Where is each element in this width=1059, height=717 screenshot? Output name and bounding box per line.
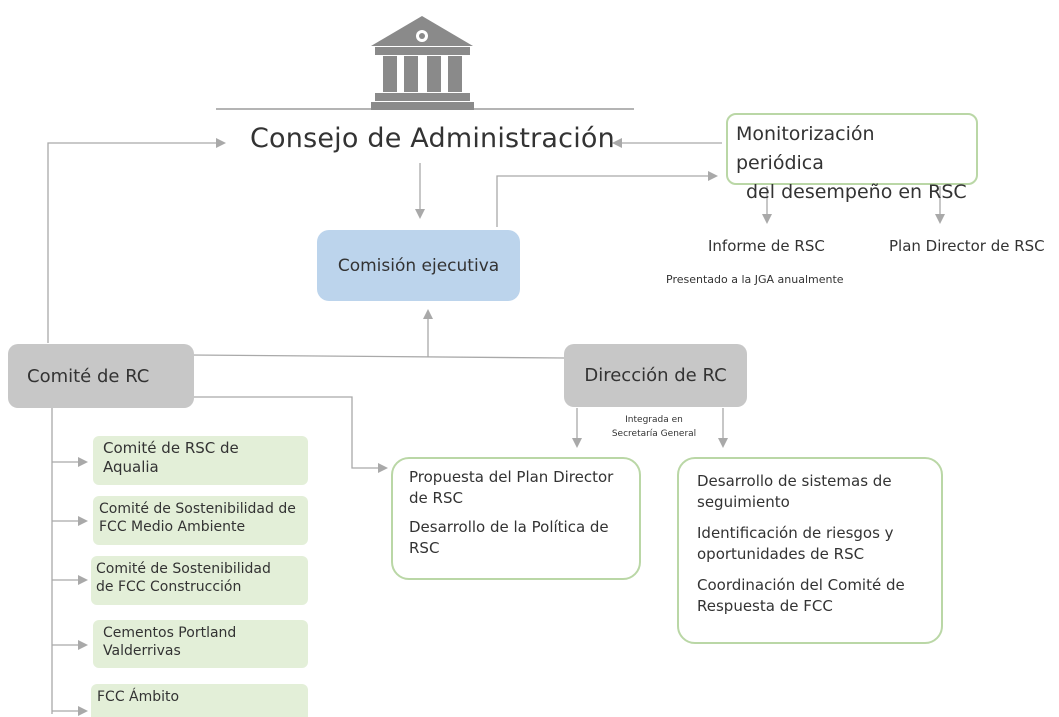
committee-line2: Valderrivas bbox=[103, 643, 181, 659]
arrow-comision-to-monitor bbox=[496, 171, 718, 227]
comision-box: Comisión ejecutiva bbox=[317, 230, 520, 301]
committee-box: Comité de Sostenibilidad de FCC Medio Am… bbox=[93, 496, 308, 545]
desarrollo-item-line2: seguimiento bbox=[697, 493, 790, 511]
committee-box: Comité de RSC de Aqualia bbox=[93, 436, 308, 485]
desarrollo-item-line1: Desarrollo de sistemas de bbox=[697, 472, 892, 490]
committee-line1: Cementos Portland bbox=[103, 625, 237, 641]
consejo-title: Consejo de Administración bbox=[250, 123, 615, 154]
committee-line1: Comité de RSC de bbox=[103, 439, 239, 457]
committee-line1: Comité de Sostenibilidad bbox=[96, 561, 271, 577]
propuesta-item-line2: de RSC bbox=[409, 489, 463, 507]
informe-label: Informe de RSC bbox=[708, 237, 825, 255]
propuesta-item: Desarrollo de la Política de RSC bbox=[409, 517, 623, 559]
desarrollo-box: Desarrollo de sistemas de seguimiento Id… bbox=[677, 457, 943, 644]
committee-box: FCC Ámbito bbox=[91, 684, 308, 717]
desarrollo-item-line2: Respuesta de FCC bbox=[697, 597, 833, 615]
committee-line2: de FCC Construcción bbox=[96, 579, 242, 595]
desarrollo-item: Desarrollo de sistemas de seguimiento bbox=[697, 471, 923, 513]
bank-building-icon bbox=[371, 16, 474, 110]
monitorizacion-line1: Monitorización periódica bbox=[736, 123, 875, 174]
propuesta-item: Propuesta del Plan Director de RSC bbox=[409, 467, 623, 509]
link-comite-direccion bbox=[189, 354, 566, 359]
direccion-rc-label: Dirección de RC bbox=[584, 365, 727, 386]
committee-line1: FCC Ámbito bbox=[97, 689, 180, 705]
desarrollo-item-line1: Coordinación del Comité de bbox=[697, 576, 905, 594]
comite-rc-box: Comité de RC bbox=[8, 344, 194, 408]
monitorizacion-box: Monitorización periódica del desempeño e… bbox=[726, 113, 978, 203]
propuesta-item-line1: Desarrollo de la Política de bbox=[409, 518, 609, 536]
integrada-line2: Secretaría General bbox=[611, 429, 697, 439]
desarrollo-item: Identificación de riesgos y oportunidade… bbox=[697, 523, 923, 565]
plan-director-label: Plan Director de RSC bbox=[889, 237, 1045, 255]
desarrollo-item-line1: Identificación de riesgos y bbox=[697, 524, 894, 542]
propuesta-item-line2: RSC bbox=[409, 539, 440, 557]
integrada-note: Integrada en Secretaría General bbox=[598, 413, 710, 441]
monitorizacion-line2: del desempeño en RSC bbox=[746, 181, 967, 203]
committee-line2: Aqualia bbox=[103, 458, 159, 476]
arrow-comite-to-consejo bbox=[47, 138, 226, 343]
desarrollo-item-line2: oportunidades de RSC bbox=[697, 545, 865, 563]
arrow-comite-to-propuesta bbox=[190, 396, 388, 473]
propuesta-box: Propuesta del Plan Director de RSC Desar… bbox=[391, 457, 641, 580]
committee-box: Cementos Portland Valderrivas bbox=[93, 620, 308, 668]
comite-rc-label: Comité de RC bbox=[27, 365, 150, 387]
committee-line2: FCC Medio Ambiente bbox=[99, 519, 246, 535]
committee-line1: Comité de Sostenibilidad de bbox=[99, 501, 296, 517]
committee-box: Comité de Sostenibilidad de FCC Construc… bbox=[91, 556, 308, 605]
direccion-rc-box: Dirección de RC bbox=[564, 344, 747, 407]
comision-label: Comisión ejecutiva bbox=[337, 255, 500, 276]
informe-note: Presentado a la JGA anualmente bbox=[666, 273, 844, 286]
desarrollo-item: Coordinación del Comité de Respuesta de … bbox=[697, 575, 923, 617]
propuesta-item-line1: Propuesta del Plan Director bbox=[409, 468, 614, 486]
integrada-line1: Integrada en bbox=[625, 415, 683, 425]
